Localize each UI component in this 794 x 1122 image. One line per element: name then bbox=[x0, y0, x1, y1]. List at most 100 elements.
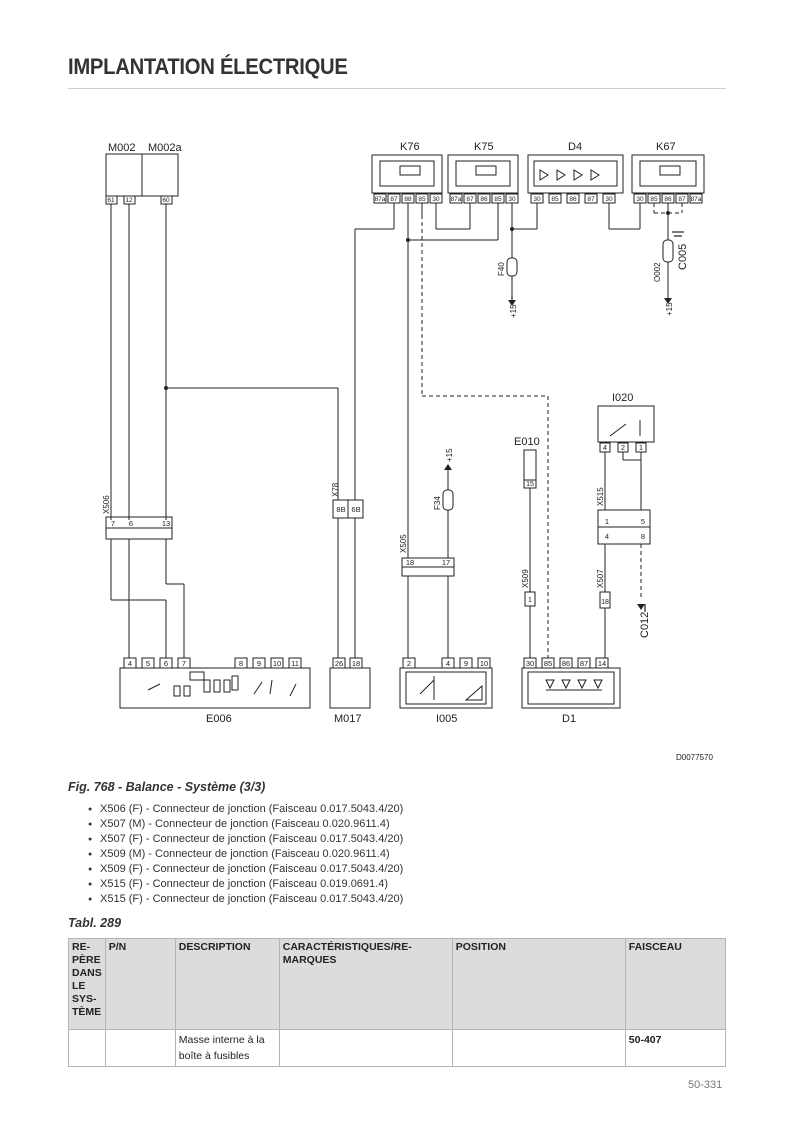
pin-k76: 30 bbox=[432, 196, 440, 203]
label-e010: E010 bbox=[514, 436, 540, 448]
pin-m002-12: 12 bbox=[125, 197, 133, 204]
d1-diode-box bbox=[521, 667, 621, 709]
header-position: POSITION bbox=[451, 938, 626, 1030]
pin-m017: 18 bbox=[352, 659, 360, 668]
k75-relay-box bbox=[447, 154, 519, 194]
label-m002: M002 bbox=[108, 142, 136, 154]
pin-i020: 4 bbox=[603, 443, 607, 452]
pin-i005: 4 bbox=[446, 659, 450, 668]
o002-fuse bbox=[662, 239, 674, 263]
pin-d1: 85 bbox=[544, 659, 552, 668]
pin-d4: 86 bbox=[569, 196, 577, 203]
pin-i005: 10 bbox=[480, 659, 488, 668]
pin-e006: 4 bbox=[128, 659, 132, 668]
pin-e006: 11 bbox=[291, 659, 299, 668]
pin-k76: 87 bbox=[390, 196, 398, 203]
cell-caracteristiques bbox=[278, 1029, 453, 1067]
label-k75: K75 bbox=[474, 141, 494, 153]
label-d1: D1 bbox=[562, 713, 576, 725]
label-x515: X515 bbox=[596, 487, 605, 506]
label-f40: F40 bbox=[497, 262, 506, 276]
pin-k67: 87a bbox=[691, 196, 702, 203]
pin-x515: 4 bbox=[605, 532, 609, 541]
connector-legend: X506 (F) - Connecteur de jonction (Faisc… bbox=[88, 802, 403, 907]
pin-x78: 6B bbox=[351, 505, 360, 514]
pin-x515: 8 bbox=[641, 532, 645, 541]
pin-k76: 88 bbox=[404, 196, 412, 203]
pin-k75: 30 bbox=[508, 196, 516, 203]
pin-m017: 26 bbox=[335, 659, 343, 668]
legend-item: X506 (F) - Connecteur de jonction (Faisc… bbox=[88, 802, 403, 817]
pin-k75: 87 bbox=[466, 196, 474, 203]
pin-x506: 13 bbox=[162, 519, 170, 528]
pin-d1: 14 bbox=[598, 659, 606, 668]
pin-k75: 85 bbox=[494, 196, 502, 203]
page-number: 50-331 bbox=[688, 1079, 723, 1091]
parts-table: RE- PÈRE DANS LE SYS- TÈME P/N DESCRIPTI… bbox=[68, 938, 727, 1067]
pin-e006: 8 bbox=[239, 659, 243, 668]
label-x78: X78 bbox=[331, 482, 340, 497]
pin-d4: 87 bbox=[587, 196, 595, 203]
pin-x515: 1 bbox=[605, 517, 609, 526]
pin-x506: 6 bbox=[129, 519, 133, 528]
pin-i020: 1 bbox=[639, 443, 643, 452]
pin-d4: 30 bbox=[605, 196, 613, 203]
pin-e006: 9 bbox=[257, 659, 261, 668]
m017-component bbox=[329, 667, 371, 709]
pin-x506: 7 bbox=[111, 519, 115, 528]
cell-faisceau: 50-407 bbox=[624, 1029, 727, 1067]
pin-k76: 85 bbox=[418, 196, 426, 203]
k76-relay-box bbox=[371, 154, 443, 194]
cell-description: Masse interne à la boîte à fusibles bbox=[174, 1029, 280, 1067]
pin-d1: 86 bbox=[562, 659, 570, 668]
pin-k67: 86 bbox=[664, 196, 672, 203]
label-i020: I020 bbox=[612, 392, 633, 404]
label-x507: X507 bbox=[596, 569, 605, 588]
pin-k75: 87a bbox=[451, 196, 462, 203]
header-divider bbox=[68, 88, 726, 89]
pin-x505: 17 bbox=[442, 558, 450, 567]
pin-e006: 10 bbox=[273, 659, 281, 668]
f34-fuse bbox=[442, 489, 454, 511]
pin-d4: 85 bbox=[551, 196, 559, 203]
pin-k67: 85 bbox=[650, 196, 658, 203]
pin-k67: 87 bbox=[678, 196, 686, 203]
label-plus15-f34: +15 bbox=[445, 448, 454, 462]
label-d4: D4 bbox=[568, 141, 582, 153]
label-c005: C005 bbox=[677, 244, 689, 270]
pin-x505: 18 bbox=[406, 558, 414, 567]
label-x509: X509 bbox=[521, 569, 530, 588]
pin-m002-61: 61 bbox=[107, 197, 115, 204]
pin-d1: 30 bbox=[526, 659, 534, 668]
cell-repere bbox=[68, 1029, 106, 1067]
page-title: IMPLANTATION ÉLECTRIQUE bbox=[68, 54, 348, 79]
header-description: DESCRIPTION bbox=[174, 938, 280, 1030]
f40-fuse bbox=[506, 257, 518, 277]
pin-k75: 86 bbox=[480, 196, 488, 203]
k67-relay-box bbox=[631, 154, 705, 194]
pin-x78: 8B bbox=[336, 505, 345, 514]
cell-pn bbox=[104, 1029, 176, 1067]
label-plus15-f40: +15 bbox=[509, 304, 518, 318]
pin-x507: 18 bbox=[601, 599, 609, 606]
label-e006: E006 bbox=[206, 713, 232, 725]
header-faisceau: FAISCEAU bbox=[624, 938, 727, 1030]
label-m002a: M002a bbox=[148, 142, 183, 154]
label-c012: C012 bbox=[639, 612, 651, 638]
label-o002: O002 bbox=[653, 262, 662, 282]
cell-position bbox=[451, 1029, 626, 1067]
pin-i020: 2 bbox=[621, 443, 625, 452]
i020-switch bbox=[597, 405, 655, 443]
label-f34: F34 bbox=[433, 496, 442, 510]
header-repere: RE- PÈRE DANS LE SYS- TÈME bbox=[68, 938, 106, 1030]
e010-component bbox=[523, 449, 537, 481]
header-pn: P/N bbox=[104, 938, 176, 1030]
figure-caption: Fig. 768 - Balance - Système (3/3) bbox=[68, 780, 266, 794]
label-plus15-o002: +15 bbox=[665, 302, 674, 316]
e006-component bbox=[119, 667, 311, 709]
pin-k76: 87a bbox=[375, 196, 386, 203]
pin-m002a-60: 60 bbox=[162, 197, 170, 204]
i005-switch bbox=[399, 667, 493, 709]
pin-x509: 1 bbox=[528, 597, 532, 604]
wiring-diagram: M002 M002a K76 K75 D4 K67 I020 E010 E006… bbox=[102, 141, 713, 762]
